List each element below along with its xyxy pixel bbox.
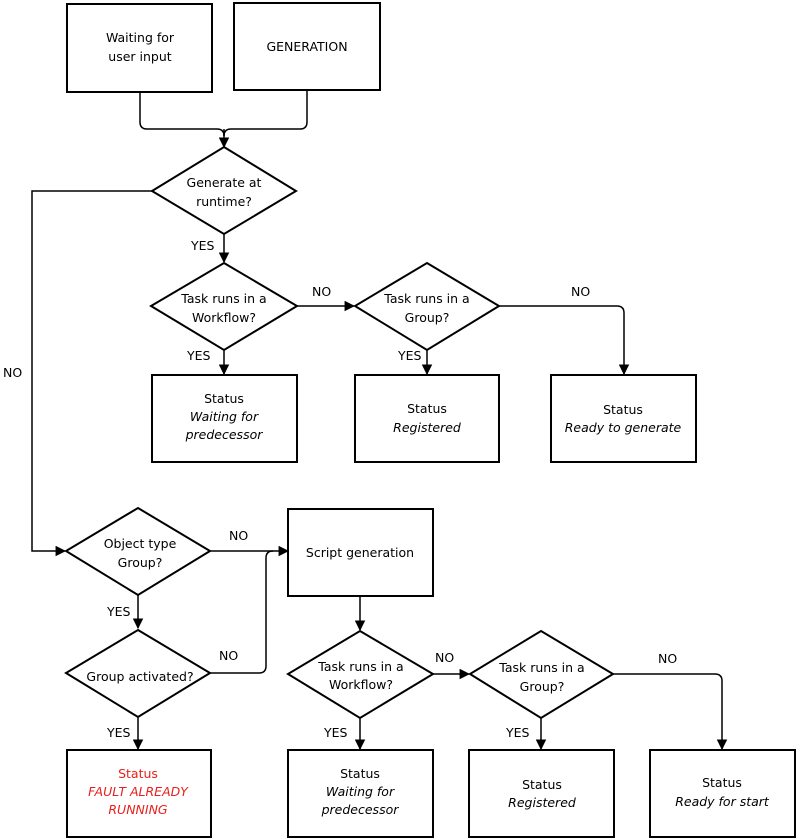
status-fault-line-2: RUNNING [108, 802, 168, 817]
label-yes-runtime: YES [190, 238, 215, 253]
decision-task-group-1: Task runs in a Group? [353, 261, 501, 352]
status-wait-pred-1-line-1: Waiting for [190, 409, 259, 424]
status-fault-already-running: Status FAULT ALREADY RUNNING [66, 749, 212, 838]
status-registered-1-line-1: Registered [393, 420, 461, 435]
decision-group-activated: Group activated? [64, 628, 212, 719]
status-wait-pred-2-line-2: predecessor [321, 802, 400, 817]
task-workflow-2-line-2: Workflow? [329, 677, 393, 692]
connector-group1-no [499, 305, 630, 376]
task-group-2-line-1: Task runs in a [498, 660, 584, 675]
status-fault-title: Status [118, 766, 158, 781]
box-generation: GENERATION [233, 2, 381, 91]
label-no-runtime: NO [3, 365, 22, 380]
status-registered-2-title: Status [522, 777, 562, 792]
decision-generate-runtime: Generate at runtime? [150, 145, 298, 236]
status-registered-2: Status Registered [468, 749, 615, 838]
status-ready-generate-title: Status [603, 402, 643, 417]
generate-runtime-line-1: Generate at [187, 175, 262, 190]
waiting-input-line-1: Waiting for [106, 30, 175, 45]
generation-label: GENERATION [266, 39, 347, 54]
label-no-group-activated: NO [219, 648, 238, 663]
decision-object-type-group: Object type Group? [64, 506, 212, 597]
status-ready-start-title: Status [702, 775, 742, 790]
label-no-workflow-1: NO [312, 284, 331, 299]
group-activated-label: Group activated? [86, 669, 193, 684]
waiting-input-line-2: user input [108, 49, 171, 64]
task-group-1-line-1: Task runs in a [383, 291, 469, 306]
box-script-generation: Script generation [287, 508, 434, 597]
label-no-object-type: NO [229, 528, 248, 543]
status-waiting-predecessor-1: Status Waiting for predecessor [151, 374, 298, 463]
label-yes-object-type: YES [106, 604, 131, 619]
box-waiting-user-input: Waiting for user input [66, 3, 213, 93]
status-waiting-predecessor-2: Status Waiting for predecessor [287, 749, 434, 838]
object-type-line-1: Object type [104, 536, 177, 551]
object-type-line-2: Group? [118, 555, 163, 570]
branch-labels: YES NO NO YES YES NO NO YES NO YES NO YE… [3, 238, 677, 740]
label-yes-group-activated: YES [106, 725, 131, 740]
connector-group2-no [613, 673, 728, 751]
label-no-workflow-2: NO [435, 650, 454, 665]
decision-task-workflow-2: Task runs in a Workflow? [286, 629, 435, 720]
label-yes-workflow-1: YES [186, 348, 211, 363]
connector-input-merge [139, 92, 225, 137]
label-yes-group-1: YES [397, 348, 422, 363]
status-registered-1-title: Status [407, 401, 447, 416]
status-registered-2-line-1: Registered [508, 795, 576, 810]
status-wait-pred-2-title: Status [340, 766, 380, 781]
label-yes-workflow-2: YES [323, 725, 348, 740]
task-workflow-2-line-1: Task runs in a [317, 659, 403, 674]
status-wait-pred-1-title: Status [204, 391, 244, 406]
status-wait-pred-2-line-1: Waiting for [326, 784, 395, 799]
connector-generation-merge [223, 90, 308, 137]
decision-task-group-2: Task runs in a Group? [468, 629, 615, 720]
generate-runtime-line-2: runtime? [196, 194, 252, 209]
status-registered-1: Status Registered [354, 374, 500, 463]
status-ready-for-start: Status Ready for start [649, 749, 796, 838]
label-no-group-1: NO [571, 284, 590, 299]
status-ready-start-line-1: Ready for start [675, 794, 770, 809]
task-workflow-1-line-2: Workflow? [192, 310, 256, 325]
connectors [31, 90, 728, 751]
script-generation-label: Script generation [306, 545, 414, 560]
status-fault-line-1: FAULT ALREADY [88, 784, 189, 799]
connector-runtime-no [31, 190, 152, 557]
task-group-1-line-2: Group? [405, 310, 450, 325]
task-workflow-1-line-1: Task runs in a [180, 291, 266, 306]
label-no-group-2: NO [658, 651, 677, 666]
status-wait-pred-1-line-2: predecessor [185, 427, 264, 442]
status-ready-generate-line-1: Ready to generate [565, 420, 682, 435]
status-ready-to-generate: Status Ready to generate [550, 374, 697, 463]
label-yes-group-2: YES [505, 725, 530, 740]
connector-groupactivated-no [210, 550, 274, 674]
decision-task-workflow-1: Task runs in a Workflow? [149, 261, 299, 352]
task-group-2-line-2: Group? [520, 679, 565, 694]
